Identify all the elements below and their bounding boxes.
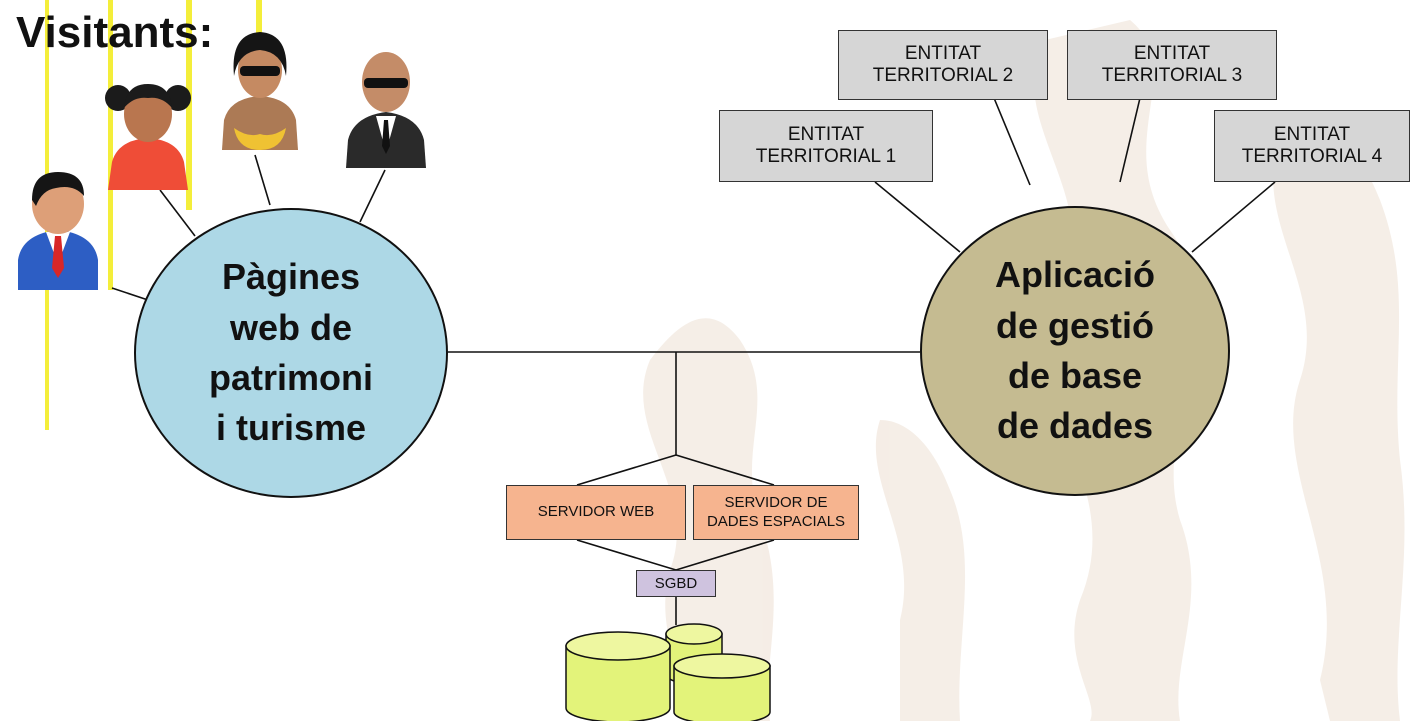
web-server-box: SERVIDOR WEB bbox=[506, 485, 686, 540]
businessman-icon bbox=[18, 172, 98, 290]
app-node-line: Aplicació bbox=[994, 254, 1156, 296]
entity-label: ENTITAT bbox=[904, 42, 982, 64]
spatial-server-branch bbox=[675, 454, 775, 486]
entity-label: TERRITORIAL 1 bbox=[755, 146, 897, 167]
spatial-server-label: DADES ESPACIALS bbox=[706, 512, 846, 530]
entity-label: TERRITORIAL 3 bbox=[1101, 65, 1243, 86]
database-cylinders-icon bbox=[565, 623, 771, 721]
web-server-branch bbox=[576, 454, 677, 486]
visitor-link bbox=[159, 189, 196, 237]
spatial-server-label: SERVIDOR DE bbox=[724, 493, 828, 511]
woman-sunglasses-icon bbox=[222, 32, 298, 150]
entity-label: ENTITAT bbox=[1133, 42, 1211, 64]
web-node-line: web de bbox=[229, 306, 352, 348]
sgbd-box: SGBD bbox=[636, 570, 716, 597]
entity-label: ENTITAT bbox=[1273, 123, 1351, 145]
web-node-line: i turisme bbox=[215, 407, 367, 449]
web-to-sgbd-line bbox=[576, 539, 677, 571]
entity-label: TERRITORIAL 4 bbox=[1241, 146, 1383, 167]
spatial-to-sgbd-line bbox=[675, 539, 775, 571]
entity-link bbox=[874, 181, 961, 253]
management-app-node: Aplicació de gestió de base de dades bbox=[920, 206, 1230, 496]
entity-link bbox=[1119, 97, 1141, 183]
web-node-line: Pàgines bbox=[221, 256, 361, 298]
yellow-stripe bbox=[108, 0, 113, 290]
web-server-label: SERVIDOR WEB bbox=[537, 503, 655, 521]
yellow-stripe bbox=[186, 0, 192, 210]
app-node-line: de base bbox=[1007, 355, 1143, 396]
girl-icon bbox=[105, 84, 191, 190]
yellow-stripe bbox=[256, 0, 262, 40]
entity-label: TERRITORIAL 2 bbox=[872, 65, 1014, 86]
web-pages-node: Pàgines web de patrimoni i turisme bbox=[134, 208, 448, 498]
entity-link bbox=[1191, 181, 1276, 253]
app-node-line: de gestió bbox=[995, 304, 1155, 346]
entity-label: ENTITAT bbox=[787, 123, 865, 145]
sgbd-label: SGBD bbox=[654, 574, 698, 592]
app-node-line: de dades bbox=[996, 405, 1154, 447]
visitor-link bbox=[111, 287, 149, 301]
entity-link bbox=[993, 97, 1031, 186]
visitor-link bbox=[359, 169, 386, 223]
web-node-line: patrimoni bbox=[208, 357, 373, 398]
visitor-link bbox=[254, 154, 271, 206]
visitors-title: Visitants: bbox=[16, 8, 214, 57]
man-suit-sunglasses-icon bbox=[346, 52, 426, 168]
